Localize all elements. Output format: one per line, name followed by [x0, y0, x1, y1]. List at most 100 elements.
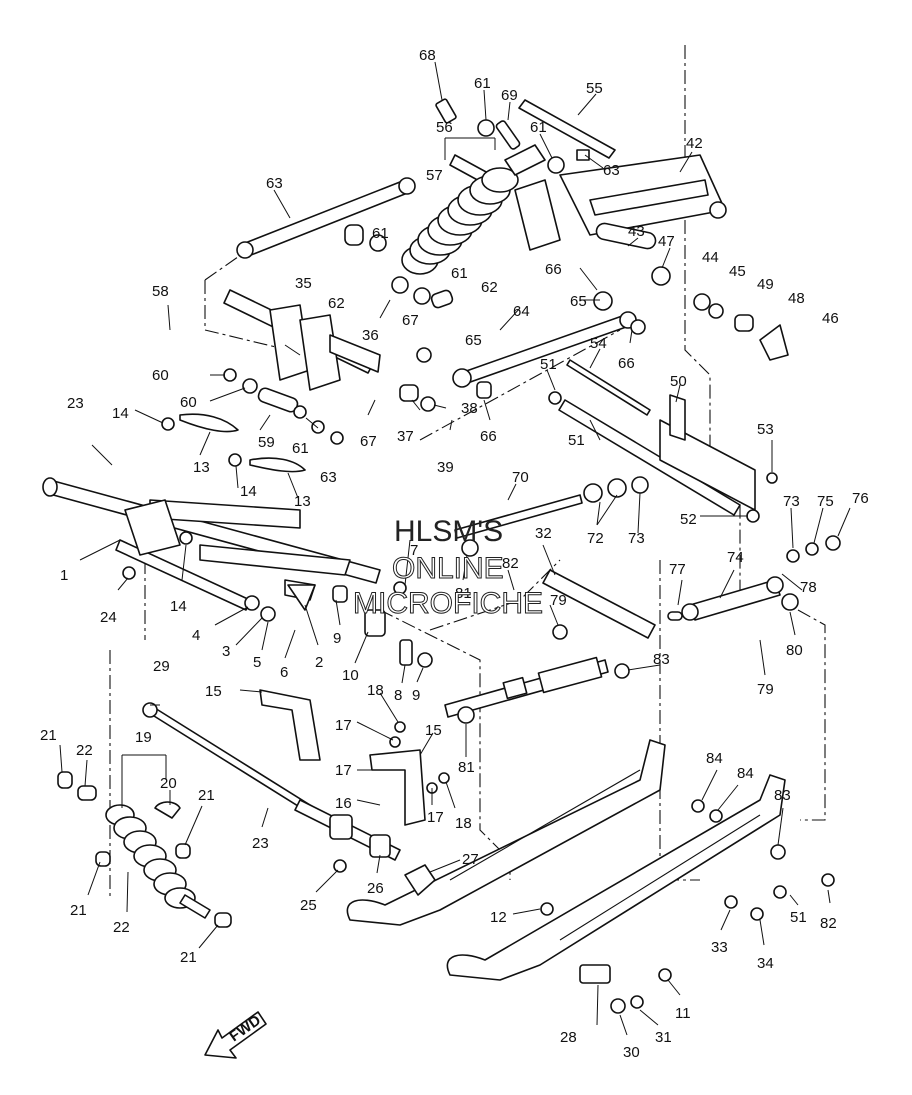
callout-78: 76	[852, 490, 869, 507]
callout-21d: 21	[180, 949, 197, 966]
callout-46: 48	[788, 290, 805, 307]
upper-long-rods	[236, 99, 637, 388]
callout-35: 35	[295, 275, 312, 292]
callout-13: 13	[193, 459, 210, 476]
callout-54: 55	[586, 80, 603, 97]
callout-24: 24	[100, 609, 117, 626]
callout-27: 27	[462, 851, 479, 868]
callout-60: 60	[180, 394, 197, 411]
callout-49: 51	[790, 909, 807, 926]
callout-51: 51	[540, 356, 557, 373]
callout-81: 79	[550, 592, 567, 609]
callout-15: 15	[205, 683, 222, 700]
callout-38: 38	[461, 400, 478, 417]
callout-66b: 66	[480, 428, 497, 445]
fwd-arrow-icon: FWD	[204, 1011, 267, 1059]
lower-shock-rod	[444, 656, 609, 718]
callout-40: 42	[686, 135, 703, 152]
callout-86: 84	[706, 750, 723, 767]
lower-shock-absorber	[105, 804, 211, 919]
callout-22: 22	[76, 742, 93, 759]
callout-47: 49	[757, 276, 774, 293]
callout-57: 58	[152, 283, 169, 300]
callout-33: 33	[711, 939, 728, 956]
shaft-72	[454, 476, 649, 539]
callout-18b: 18	[455, 815, 472, 832]
callout-9b: 9	[412, 687, 420, 704]
callout-65: 65	[570, 293, 587, 310]
callout-71: 69	[501, 87, 518, 104]
callout-82: 81	[455, 585, 472, 602]
left-slide-rail	[346, 739, 666, 926]
front-arm	[42, 477, 381, 611]
callout-80: 79	[757, 681, 774, 698]
callout-14: 14	[112, 405, 129, 422]
callout-6: 6	[280, 664, 288, 681]
callout-12: 12	[490, 909, 507, 926]
callout-labels: 68 61 69 55 56 61 63 42 57 63 43 47 61 6…	[40, 47, 869, 1061]
callout-39: 39	[437, 459, 454, 476]
callout-23: 23	[67, 395, 84, 412]
callout-5: 5	[253, 654, 261, 671]
callout-45: 47	[658, 233, 675, 250]
callout-17: 17	[335, 717, 352, 734]
callout-84: 83	[653, 651, 670, 668]
callout-21b: 21	[198, 787, 215, 804]
front-upper-arm	[223, 289, 381, 391]
callout-18: 18	[367, 682, 384, 699]
watermark-line-3: MICROFICHE	[353, 587, 543, 620]
callout-14b: 14	[240, 483, 257, 500]
callout-4: 4	[192, 627, 200, 644]
callout-42: 44	[702, 249, 719, 266]
callout-22b: 22	[113, 919, 130, 936]
watermark-line-1: HLSM'S	[394, 515, 503, 548]
callout-51b: 52	[680, 511, 697, 528]
callout-36: 36	[362, 327, 379, 344]
callout-73: 72	[587, 530, 604, 547]
callout-23b: 23	[252, 835, 269, 852]
callout-84b: 83	[774, 787, 791, 804]
leader-lines	[59, 61, 851, 1036]
callout-77: 75	[817, 493, 834, 510]
callout-62: 62	[481, 279, 498, 296]
callout-85: 84	[737, 765, 754, 782]
callout-66: 66	[618, 355, 635, 372]
callout-34: 34	[757, 955, 774, 972]
callout-15b: 15	[425, 722, 442, 739]
callout-32: 32	[535, 525, 552, 542]
callout-61b: 61	[530, 119, 547, 136]
callout-74: 73	[628, 530, 645, 547]
callout-76: 74	[727, 549, 744, 566]
callout-44: 46	[822, 310, 839, 327]
callout-8: 8	[394, 687, 402, 704]
callout-64b: 64	[513, 303, 530, 320]
callout-81b: 80	[786, 642, 803, 659]
cross-shaft-26	[294, 799, 401, 861]
callout-11: 11	[675, 1005, 691, 1022]
shaft-32	[542, 569, 656, 639]
callout-43: 45	[729, 263, 746, 280]
callout-82b: 81	[458, 759, 475, 776]
callout-62b: 62	[328, 295, 345, 312]
upper-shock-absorber	[391, 144, 546, 294]
callout-3: 3	[222, 643, 230, 660]
callout-67: 66	[545, 261, 562, 278]
callout-17c: 17	[427, 809, 444, 826]
callout-10: 10	[342, 667, 359, 684]
callout-48: 50	[670, 373, 687, 390]
callout-30: 30	[623, 1044, 640, 1061]
rear-arm-76	[667, 576, 784, 621]
callout-58: 59	[258, 434, 275, 451]
middle-rods	[558, 359, 756, 516]
callout-21: 21	[40, 727, 57, 744]
callout-29: 29	[153, 658, 170, 675]
callout-83b: 82	[820, 915, 837, 932]
callout-14c: 14	[170, 598, 187, 615]
callout-64: 63	[266, 175, 283, 192]
callout-72: 70	[512, 469, 529, 486]
callout-63b: 63	[320, 469, 337, 486]
callout-61d: 61	[451, 265, 468, 282]
callout-59: 60	[152, 367, 169, 384]
callout-63: 63	[603, 162, 620, 179]
